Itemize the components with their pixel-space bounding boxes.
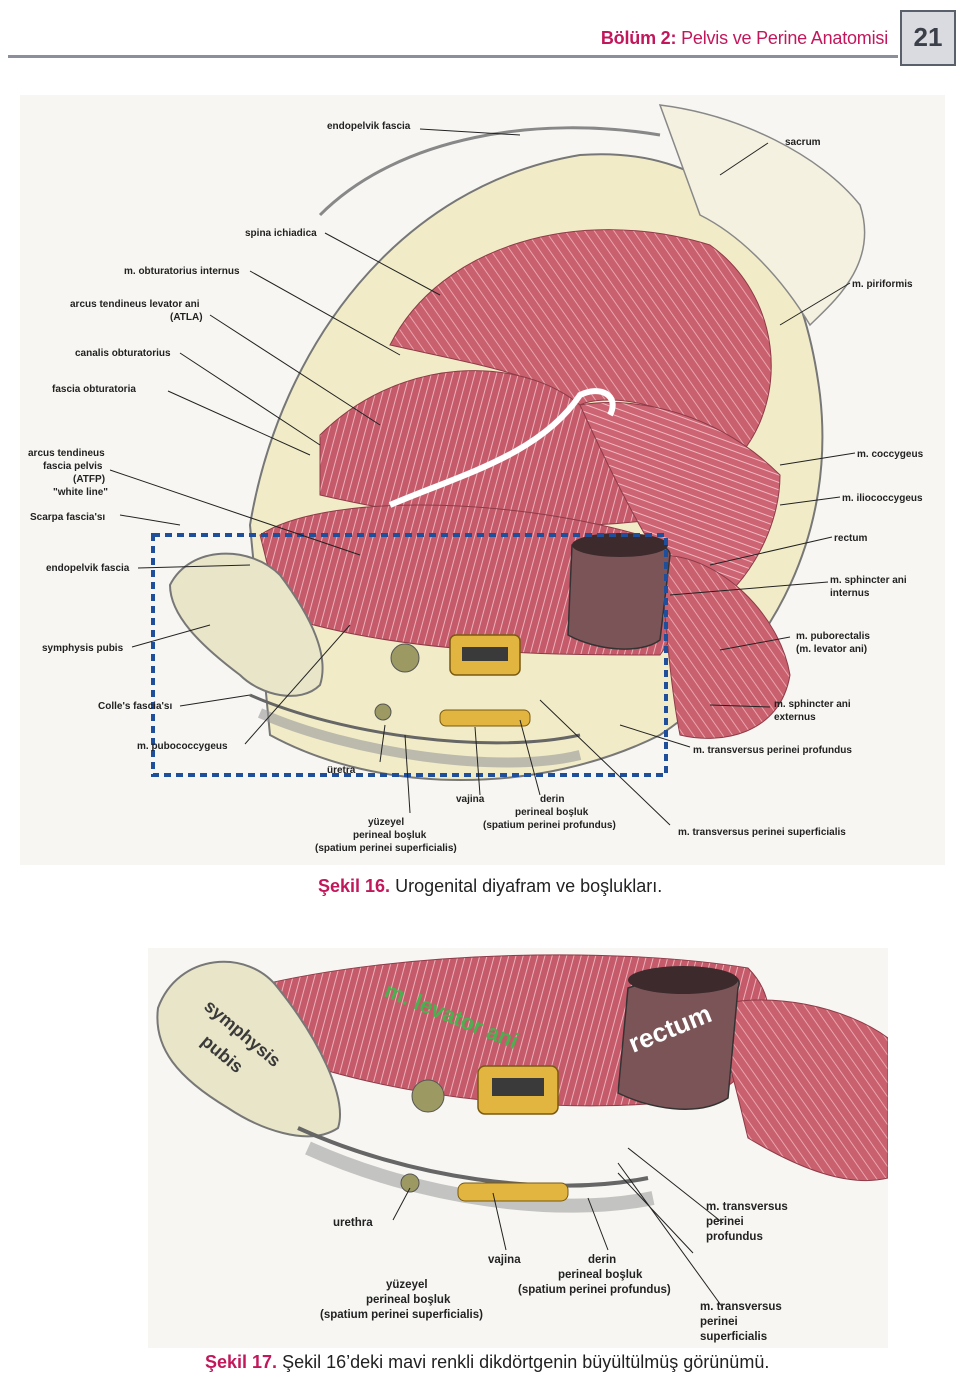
- rectum-lumen: [572, 533, 668, 557]
- label-sphincter-internus-2: internus: [830, 588, 870, 599]
- label-derin-2: perineal boşluk: [515, 807, 589, 818]
- label-atfp-4: "white line": [53, 487, 108, 498]
- label-endopelvik-fascia-top: endopelvik fascia: [327, 121, 411, 132]
- label-fascia-obturatoria: fascia obturatoria: [52, 384, 136, 395]
- symphysis-pubis-bone: [168, 552, 324, 697]
- vagina-lumen-zoom: [492, 1078, 544, 1096]
- vagina-lumen: [462, 647, 508, 661]
- pelvic-rim: [318, 126, 661, 217]
- label-puborectalis-2: (m. levator ani): [796, 644, 867, 655]
- chapter-title: Pelvis ve Perine Anatomisi: [681, 28, 888, 48]
- label-urethra-zoom: urethra: [333, 1217, 373, 1229]
- figure-17-caption: Şekil 17. Şekil 16’deki mavi renkli dikd…: [205, 1352, 769, 1373]
- label-atfp-3: (ATFP): [73, 474, 105, 485]
- label-vajina: vajina: [456, 794, 485, 805]
- leader-lines: [109, 128, 856, 826]
- page-number-box: 21: [900, 10, 956, 66]
- label-tp-superficialis-3: superficialis: [700, 1331, 767, 1343]
- vagina-lower-zoom: [457, 1182, 569, 1202]
- fascia-layer-2: [257, 708, 582, 768]
- urethra-structure: [390, 643, 420, 673]
- label-derin-3: (spatium perinei profundus): [483, 820, 616, 831]
- label-piriformis: m. piriformis: [852, 279, 913, 290]
- urethra-zoom: [411, 1079, 445, 1113]
- label-tp-profundus-3: profundus: [706, 1231, 763, 1243]
- label-sphincter-externus-1: m. sphincter ani: [774, 699, 851, 710]
- label-transversus-profundus: m. transversus perinei profundus: [693, 745, 852, 756]
- label-derin-2-zoom: perineal boşluk: [558, 1269, 643, 1281]
- label-obturatorius-internus: m. obturatorius internus: [124, 266, 240, 277]
- label-sphincter-externus-2: externus: [774, 712, 816, 723]
- figure-16-text: Urogenital diyafram ve boşlukları.: [395, 876, 663, 896]
- puborectalis-muscle: [659, 554, 791, 739]
- label-transversus-superficialis: m. transversus perinei superficialis: [678, 827, 846, 838]
- fascia-zoom-1: [297, 1126, 649, 1188]
- label-sphincter-internus-1: m. sphincter ani: [830, 575, 907, 586]
- label-canalis-obturatorius: canalis obturatorius: [75, 348, 171, 359]
- rectum-lumen-zoom: [628, 966, 738, 994]
- label-yuzeyel-3-zoom: (spatium perinei superficialis): [320, 1309, 483, 1321]
- label-tp-profundus-2: perinei: [706, 1216, 744, 1228]
- running-title: Bölüm 2: Pelvis ve Perine Anatomisi: [601, 28, 888, 49]
- label-atfp-2: fascia pelvis: [43, 461, 103, 472]
- label-scarpa: Scarpa fascia'sı: [30, 512, 105, 523]
- figure-17-illustration: symphysis pubis m. levator ani rectum ur…: [148, 948, 888, 1348]
- figure-17-number: Şekil 17.: [205, 1352, 278, 1372]
- label-pubococcygeus: m. pubococcygeus: [137, 741, 228, 752]
- label-yuzeyel-1: yüzeyel: [368, 817, 404, 828]
- vagina-lower: [439, 709, 531, 727]
- leader-lines-17: [392, 1147, 724, 1309]
- figure-16-caption: Şekil 16. Urogenital diyafram ve boşlukl…: [318, 876, 662, 897]
- label-yuzeyel-2: perineal boşluk: [353, 830, 427, 841]
- label-derin-1-zoom: derin: [588, 1254, 616, 1266]
- tendinous-arch: [388, 388, 616, 508]
- chapter-label: Bölüm 2:: [600, 28, 677, 48]
- highlight-rectangle: [151, 533, 668, 777]
- label-vajina-zoom: vajina: [488, 1254, 521, 1266]
- label-colles: Colle's fascia'sı: [98, 701, 172, 712]
- label-puborectalis-1: m. puborectalis: [796, 631, 870, 642]
- fascia-layer-1: [249, 693, 581, 745]
- page-header: Bölüm 2: Pelvis ve Perine Anatomisi 21: [0, 0, 960, 70]
- figure-16-number: Şekil 16.: [318, 876, 391, 896]
- label-derin-1: derin: [540, 794, 564, 805]
- coccygeus-muscle: [579, 402, 781, 616]
- label-uretra: üretra: [327, 765, 356, 776]
- label-yuzeyel-3: (spatium perinei superficialis): [315, 843, 457, 854]
- symphysis-pubis-zoom: [156, 960, 341, 1138]
- label-derin-3-zoom: (spatium perinei profundus): [518, 1284, 671, 1296]
- figure-16-illustration: endopelvik fascia sacrum spina ichiadica…: [20, 95, 945, 865]
- label-symphysis-pubis: symphysis pubis: [42, 643, 124, 654]
- puborectalis-muscle-zoom: [707, 999, 888, 1182]
- urethra-lower: [374, 703, 392, 721]
- label-tp-superficialis-1: m. transversus: [700, 1301, 782, 1313]
- label-tp-profundus-1: m. transversus: [706, 1201, 788, 1213]
- figure-17-text: Şekil 16’deki mavi renkli dikdörtgenin b…: [282, 1352, 770, 1372]
- label-rectum: rectum: [834, 533, 867, 544]
- label-atfp-1: arcus tendineus: [28, 448, 105, 459]
- label-spina-ichiadica: spina ichiadica: [245, 228, 317, 239]
- label-atla-1: arcus tendineus levator ani: [70, 299, 200, 310]
- header-rule: [8, 55, 898, 58]
- label-sacrum: sacrum: [785, 137, 821, 148]
- label-atla-2: (ATLA): [170, 312, 203, 323]
- urethra-lower-zoom: [400, 1173, 420, 1193]
- label-yuzeyel-1-zoom: yüzeyel: [386, 1279, 428, 1291]
- label-coccygeus: m. coccygeus: [857, 449, 924, 460]
- label-tp-superficialis-2: perinei: [700, 1316, 738, 1328]
- sacrum-bone: [658, 104, 866, 327]
- label-iliococcygeus: m. iliococcygeus: [842, 493, 923, 504]
- label-endopelvik-fascia: endopelvik fascia: [46, 563, 130, 574]
- label-yuzeyel-2-zoom: perineal boşluk: [366, 1294, 451, 1306]
- page-number: 21: [913, 22, 943, 52]
